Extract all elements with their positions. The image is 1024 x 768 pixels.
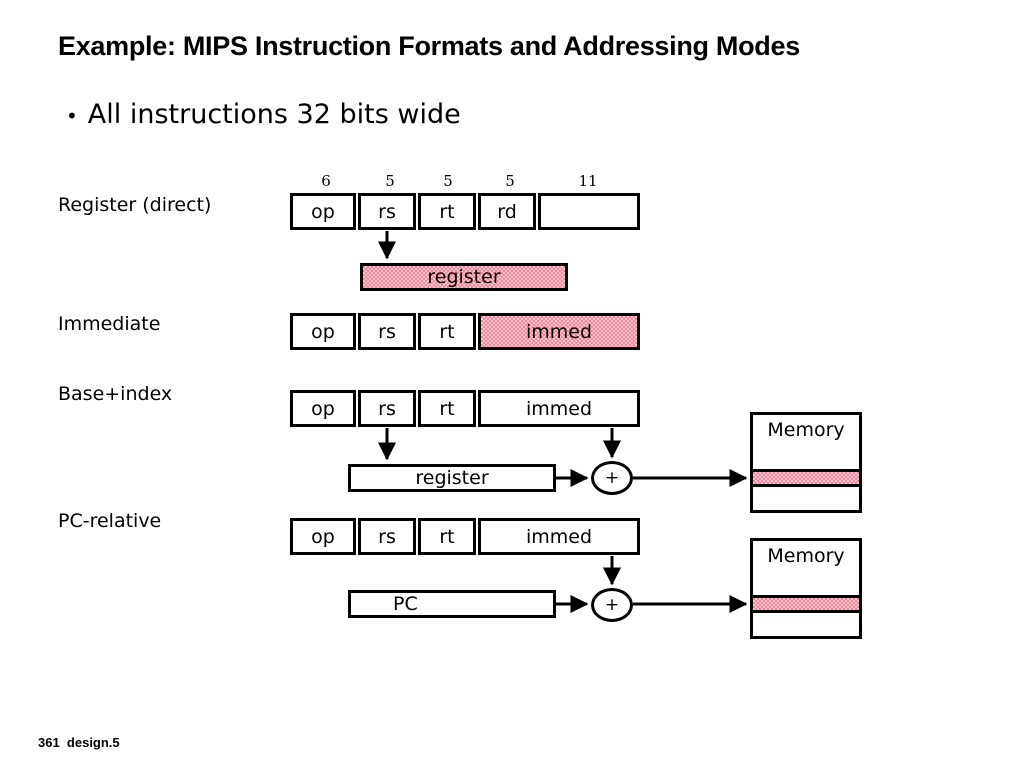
field-rs-register-direct: rs (358, 193, 416, 230)
bullet-dot-icon: • (66, 104, 78, 128)
field-rs-immediate: rs (358, 313, 416, 350)
bullet-item: • All instructions 32 bits wide (66, 99, 461, 130)
field-rt-register-direct: rt (418, 193, 476, 230)
bit-width-rs: 5 (385, 172, 395, 190)
row-label-immediate: Immediate (58, 313, 161, 335)
adder-base-index: + (591, 461, 633, 495)
bit-width-rd: 5 (505, 172, 515, 190)
operand-box-base-index-register: register (348, 464, 556, 492)
memory-box-pc-relative: Memory (750, 538, 862, 639)
page-title: Example: MIPS Instruction Formats and Ad… (58, 31, 800, 61)
bit-width-op: 6 (321, 172, 331, 190)
field-rt-pc-relative: rt (418, 518, 476, 555)
bullet-text: All instructions 32 bits wide (87, 99, 461, 130)
memory-empty-bottom-base-index (753, 487, 859, 510)
operand-box-register-direct: register (360, 263, 568, 291)
field-op-pc-relative: op (290, 518, 356, 555)
memory-highlight-band-base-index (753, 469, 859, 487)
field-immed-pc-relative: immed (478, 518, 640, 555)
adder-pc-relative: + (591, 588, 633, 622)
row-label-base-index: Base+index (58, 383, 173, 405)
memory-box-base-index: Memory (750, 412, 862, 513)
row-label-register-direct: Register (direct) (58, 194, 212, 216)
field-rs-pc-relative: rs (358, 518, 416, 555)
bit-width-funct: 11 (578, 172, 598, 190)
slide-footer: 361 design.5 (38, 735, 120, 750)
memory-highlight-band-pc-relative (753, 595, 859, 613)
row-label-pc-relative: PC-relative (58, 510, 162, 532)
field-immed-immediate: immed (478, 313, 640, 350)
field-rd-register-direct: rd (478, 193, 536, 230)
memory-empty-bottom-pc-relative (753, 613, 859, 636)
field-op-register-direct: op (290, 193, 356, 230)
field-rs-base-index: rs (358, 390, 416, 427)
memory-label-pc-relative: Memory (767, 545, 845, 567)
field-immed-base-index: immed (478, 390, 640, 427)
field-op-base-index: op (290, 390, 356, 427)
field-rt-immediate: rt (418, 313, 476, 350)
field-rt-base-index: rt (418, 390, 476, 427)
memory-label-base-index: Memory (767, 419, 845, 441)
bit-width-rt: 5 (443, 172, 453, 190)
field-blank-register-direct (538, 193, 640, 230)
field-op-immediate: op (290, 313, 356, 350)
operand-box-pc-relative-pc: PC (348, 590, 556, 618)
